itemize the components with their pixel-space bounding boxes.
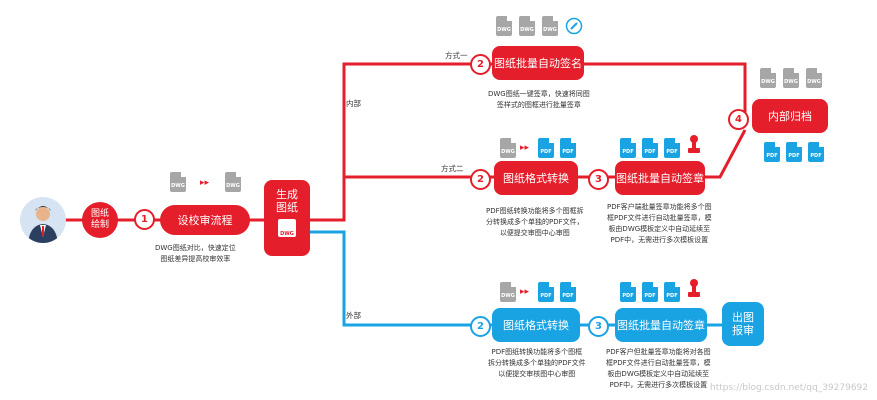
sign-pen-icon	[565, 17, 583, 35]
mid-dwg-icon: DWG	[500, 138, 516, 158]
archive-pdf-icon-2: PDF	[786, 142, 802, 162]
generate-drawing-label: 生成 图纸	[276, 188, 298, 214]
watermark-text: https://blog.csdn.net/qq_39279692	[710, 383, 869, 393]
batch-stamp-description: PDF客户端批量签章功能将多个图 框PDF文件进行自动批量签章，模 板由DWG模…	[607, 203, 712, 244]
top-dwg-icon-1: DWG	[496, 16, 512, 36]
output-review-box[interactable]: 出图 报审	[722, 302, 764, 346]
mid2-step-number: 2	[470, 169, 491, 190]
ext-format-convert-box[interactable]: 图纸格式转换	[492, 308, 580, 342]
ext-batch-stamp-description: PDF客户但批量签章功能将对各图 框PDF文件进行自动批量签章，模 板由DWG模…	[606, 348, 711, 389]
method2-label: 方式二	[441, 164, 464, 173]
batch-sign-box[interactable]: 图纸批量自动签名	[492, 46, 584, 80]
mid3-pdf-icon-3: PDF	[664, 138, 680, 158]
businessman-icon	[28, 206, 58, 243]
external-label: 外部	[346, 311, 361, 320]
step1-dwg-icon: DWG	[170, 172, 186, 192]
step1-description: DWG图纸对比，快速定位 图纸差异提高校审效率	[155, 244, 236, 263]
top-dwg-icon-2: DWG	[519, 16, 535, 36]
archive-dwg-icon-1: DWG	[760, 68, 776, 88]
mid-pdf-icon-2: PDF	[560, 138, 576, 158]
ext-pdf-icon-2: PDF	[560, 282, 576, 302]
mid3-pdf-icon-2: PDF	[642, 138, 658, 158]
ext-convert-arrow-icon: ▸▸	[520, 287, 530, 297]
step1-number: 1	[134, 209, 155, 230]
archive-dwg-icon-2: DWG	[783, 68, 799, 88]
ext3-pdf-icon-1: PDF	[620, 282, 636, 302]
ext3-step-number: 3	[588, 316, 609, 337]
format-convert-description: PDF图纸转换功能将多个图框拆 分转换成多个单独的PDF文件， 以便提交审图中心…	[486, 207, 584, 237]
generate-dwg-icon: DWG	[278, 219, 296, 237]
batch-stamp-box[interactable]: 图纸批量自动签章	[615, 161, 705, 195]
ext-format-convert-description: PDF图纸转换功能将多个图框 拆分转换成多个单独的PDF文件 以便提交审核图中心…	[488, 348, 586, 378]
mid3-stamp-icon	[688, 135, 700, 153]
top-dwg-icon-3: DWG	[542, 16, 558, 36]
format-convert-box[interactable]: 图纸格式转换	[494, 161, 578, 195]
step1-dwg-icon-2: DWG	[225, 172, 241, 192]
mid-convert-arrow-icon: ▸▸	[520, 143, 530, 153]
archive-step-number: 4	[728, 109, 749, 130]
ext3-stamp-icon	[688, 279, 700, 297]
top-step-number: 2	[470, 54, 491, 75]
mid3-step-number: 3	[588, 169, 609, 190]
line-method2	[344, 129, 747, 179]
mid-pdf-icon-1: PDF	[538, 138, 554, 158]
ext2-step-number: 2	[470, 316, 491, 337]
step1-convert-arrow-icon: ▸▸	[200, 178, 210, 188]
archive-dwg-icon-3: DWG	[806, 68, 822, 88]
ext-batch-stamp-box[interactable]: 图纸批量自动签章	[615, 308, 707, 342]
generate-drawing-box[interactable]: 生成 图纸 DWG	[264, 180, 310, 256]
internal-archive-box[interactable]: 内部归档	[752, 99, 828, 133]
start-drawing-node[interactable]: 图纸 绘制	[82, 202, 118, 238]
method1-label: 方式一	[445, 51, 468, 60]
ext-dwg-icon: DWG	[500, 282, 516, 302]
mid3-pdf-icon-1: PDF	[620, 138, 636, 158]
step1-review-box[interactable]: 设校审流程	[160, 205, 250, 235]
person-avatar	[20, 197, 66, 243]
line-hub-internal	[310, 62, 747, 222]
archive-pdf-icon-3: PDF	[808, 142, 824, 162]
archive-pdf-icon-1: PDF	[764, 142, 780, 162]
ext-pdf-icon-1: PDF	[538, 282, 554, 302]
ext3-pdf-icon-2: PDF	[642, 282, 658, 302]
ext3-pdf-icon-3: PDF	[664, 282, 680, 302]
batch-sign-description: DWG图纸一键签章，快速将同图 签样式的图框进行批量签章	[488, 90, 590, 109]
internal-label: 内部	[346, 99, 361, 108]
